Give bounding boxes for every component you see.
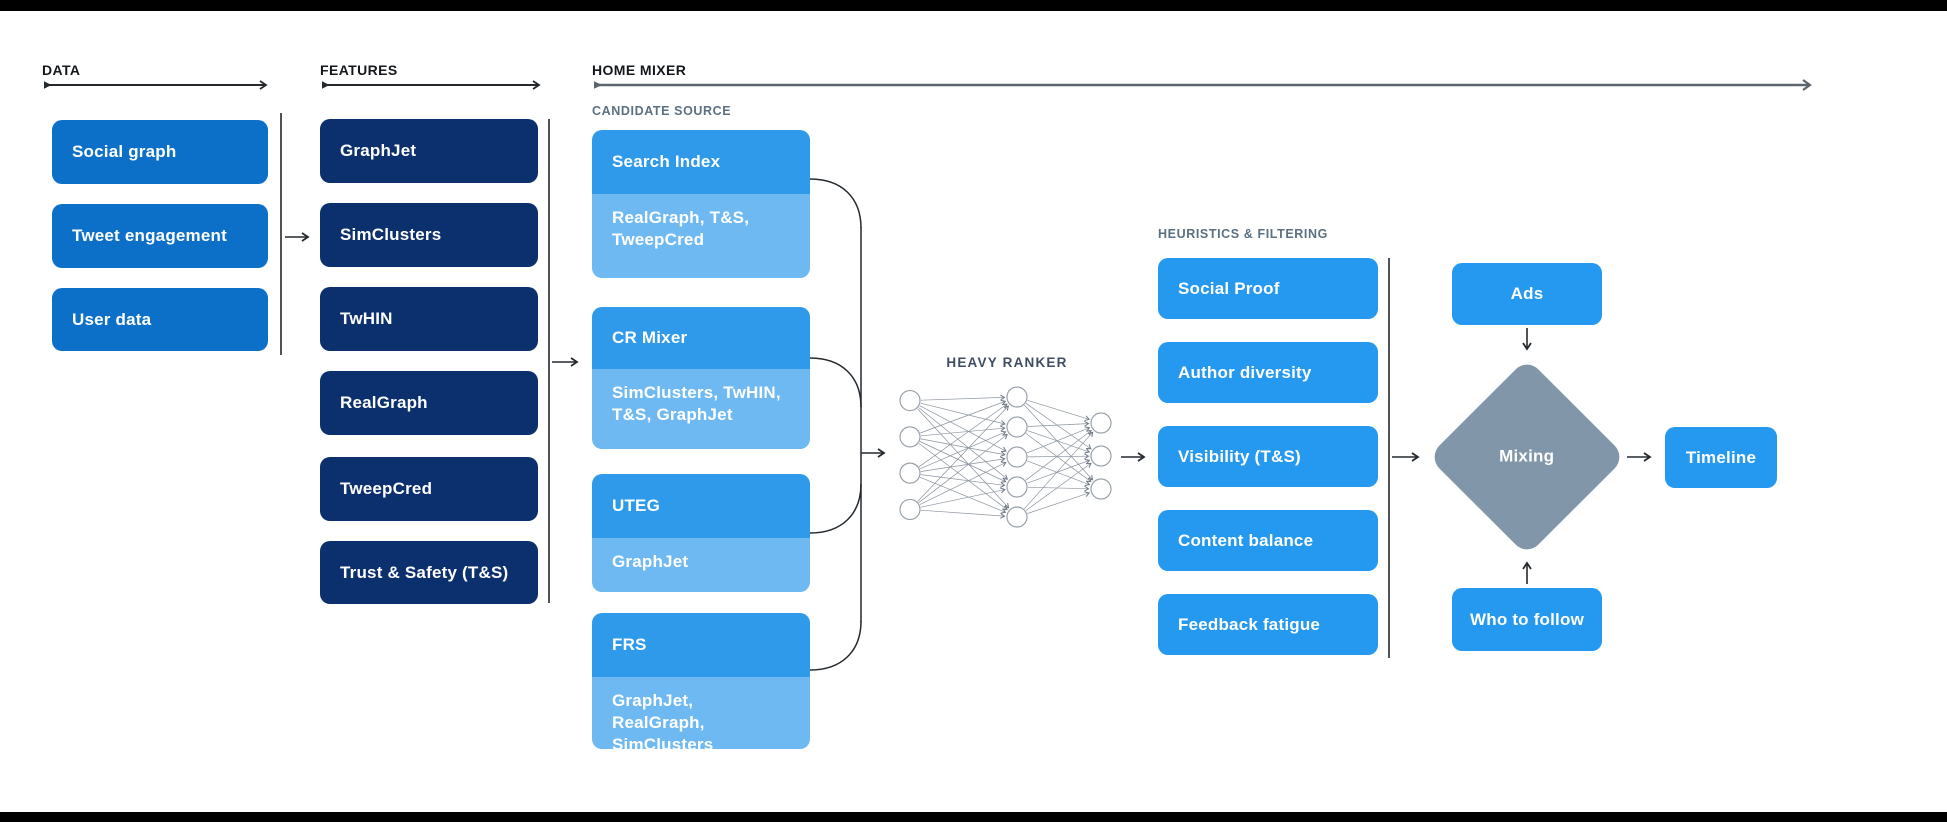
label-heuristics-filtering: HEURISTICS & FILTERING [1158,227,1328,241]
box-uteg: UTEG [592,474,810,538]
box-realgraph: RealGraph [320,371,538,435]
box-uteg-sources: GraphJet [592,538,810,592]
top-letterbox-bar [0,0,1947,11]
box-tweepcred: TweepCred [320,457,538,521]
box-ads: Ads [1452,263,1602,325]
box-content-balance: Content balance [1158,510,1378,571]
mixing-diamond-label: Mixing [1499,447,1555,466]
bottom-letterbox-bar [0,812,1947,822]
box-author-diversity: Author diversity [1158,342,1378,403]
box-cr-mixer: CR Mixer [592,307,810,369]
box-who-to-follow: Who to follow [1452,588,1602,651]
box-simclusters: SimClusters [320,203,538,267]
section-header-data: DATA [42,62,81,78]
box-timeline: Timeline [1665,427,1777,488]
label-candidate-source: CANDIDATE SOURCE [592,104,732,118]
label-heavy-ranker: HEAVY RANKER [946,355,1068,370]
box-social-graph: Social graph [52,120,268,184]
box-trust-safety: Trust & Safety (T&S) [320,541,538,604]
candidate-merge-connectors [809,178,862,671]
box-social-proof: Social Proof [1158,258,1378,319]
section-header-features: FEATURES [320,62,398,78]
box-frs-sources: GraphJet, RealGraph, SimClusters [592,677,810,754]
box-frs: FRS [592,613,810,677]
heavy-ranker-network [899,386,1112,528]
box-user-data: User data [52,288,268,351]
box-graphjet: GraphJet [320,119,538,183]
box-visibility-ts: Visibility (T&S) [1158,426,1378,487]
box-search-index: Search Index [592,130,810,194]
box-twhin: TwHIN [320,287,538,351]
section-header-home-mixer: HOME MIXER [592,62,687,78]
box-feedback-fatigue: Feedback fatigue [1158,594,1378,655]
mixing-diamond: Mixing [1428,358,1626,556]
box-tweet-engagement: Tweet engagement [52,204,268,268]
box-cr-mixer-sources: SimClusters, TwHIN, T&S, GraphJet [592,369,810,449]
box-search-index-sources: RealGraph, T&S, TweepCred [592,194,810,278]
